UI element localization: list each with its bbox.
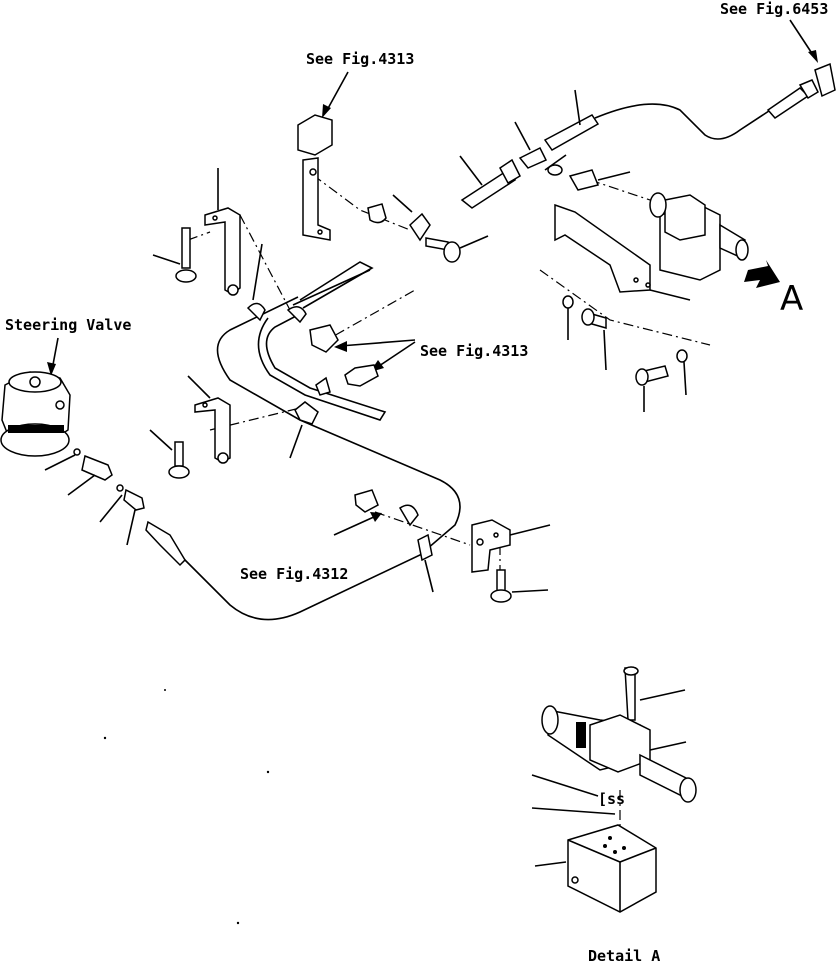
far-right-fitting [766,62,836,119]
steering-valve-fittings [44,448,186,567]
see-fig-4312-arrow [333,512,382,536]
right-bolts [562,295,688,412]
stray-marks [103,689,270,925]
main-hose-run [179,103,779,621]
view-a-arrow [744,260,780,288]
see-fig-4313-mid-label: See Fig.4313 [420,342,528,360]
detail-a-assembly: [ss [531,666,697,913]
clamps [246,203,434,593]
solenoid-valve [649,192,749,281]
detail-a-label: Detail A [588,947,660,962]
steering-valve-label: Steering Valve [5,316,131,334]
see-fig-6453-arrow [789,19,818,63]
mid-fittings [309,324,379,513]
bolt-lower-left [149,429,190,479]
bolt-upper-left [152,227,197,283]
see-fig-6453-label: See Fig.6453 [720,0,828,18]
bracket-upper-left [204,168,241,296]
bracket-lower-right [471,519,551,603]
steering-valve [0,371,71,457]
upper-hose-fittings [392,89,631,213]
upper-mount-block [297,114,333,241]
steering-valve-arrow [47,337,59,376]
see-fig-4313-top-arrow [322,71,349,118]
bracket-lower-left [187,375,231,464]
see-fig-4312-label: See Fig.4312 [240,565,348,583]
seal-mark: [ss [598,790,625,808]
view-a-label: A [780,279,803,319]
center-top-bolt [425,235,489,263]
see-fig-4313-top-label: See Fig.4313 [306,50,414,68]
bracket-right [554,203,691,301]
